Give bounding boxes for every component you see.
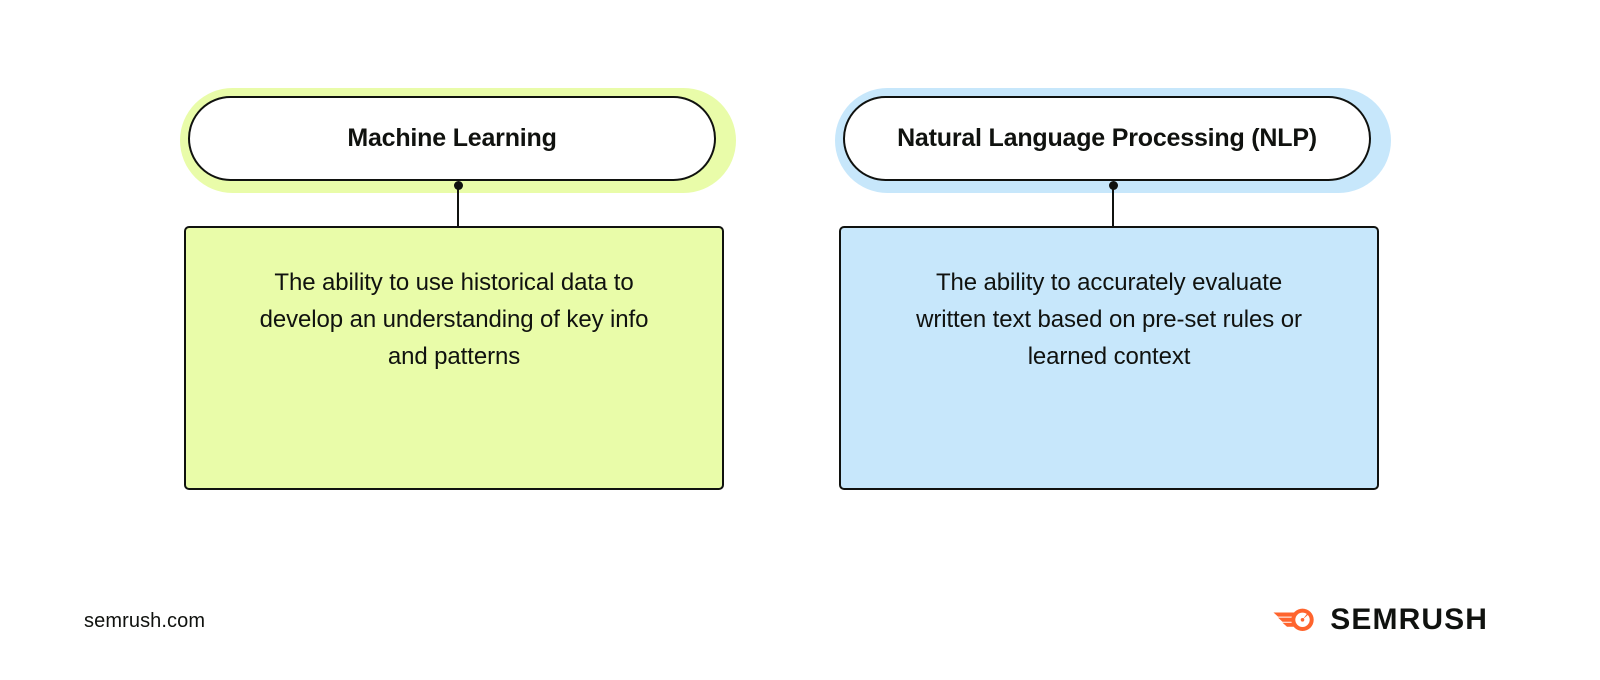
header-pill-natural-language-processing: Natural Language Processing (NLP) <box>835 88 1391 193</box>
semrush-logo-icon <box>1273 608 1314 631</box>
header-pill-body: Machine Learning <box>188 96 716 181</box>
description-text: The ability to accurately evaluate writt… <box>916 269 1302 370</box>
concept-column-machine-learning: Machine Learning The ability to use hist… <box>180 88 736 490</box>
source-url-label: semrush.com <box>84 610 206 632</box>
description-box-natural-language-processing: The ability to accurately evaluate writt… <box>839 226 1379 490</box>
header-pill-machine-learning: Machine Learning <box>180 88 736 193</box>
semrush-brand-lockup: SEMRUSH <box>1272 604 1488 636</box>
description-box-machine-learning: The ability to use historical data to de… <box>184 226 724 490</box>
concept-column-natural-language-processing: Natural Language Processing (NLP) The ab… <box>835 88 1391 490</box>
description-text: The ability to use historical data to de… <box>259 269 649 370</box>
header-pill-label: Natural Language Processing (NLP) <box>897 124 1317 152</box>
header-pill-label: Machine Learning <box>347 124 557 152</box>
header-pill-body: Natural Language Processing (NLP) <box>843 96 1371 181</box>
semrush-wordmark: SEMRUSH <box>1330 603 1488 636</box>
